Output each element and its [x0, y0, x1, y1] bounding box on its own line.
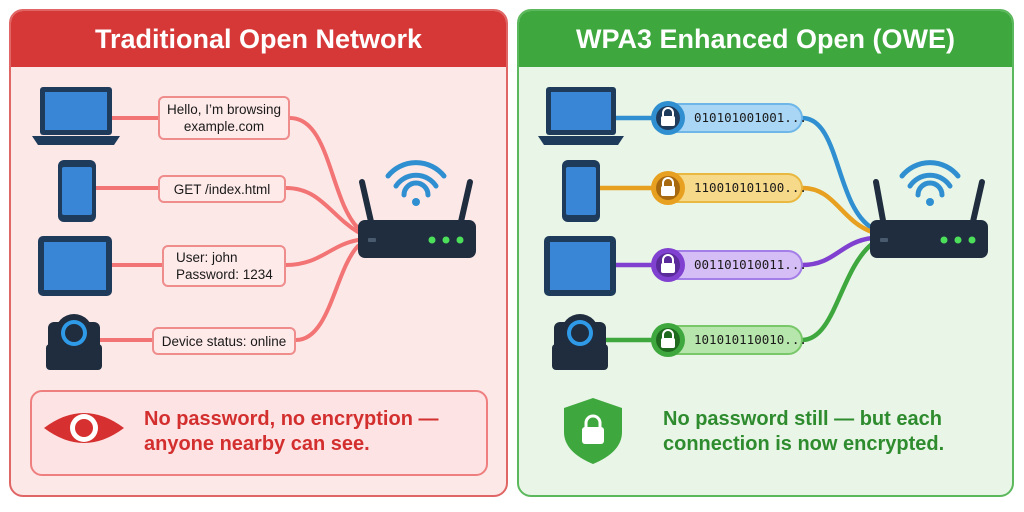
laptop-icon	[538, 87, 624, 145]
plaintext-message-1: Hello, I’m browsing example.com	[158, 96, 290, 140]
encrypted-data-1: 010101001001...	[694, 110, 807, 125]
left-line-tablet	[110, 238, 360, 267]
plaintext-message-4: Device status: online	[152, 327, 296, 355]
tunnel-2	[651, 171, 803, 205]
wifi-icon	[385, 160, 447, 206]
left-connection-lines	[94, 116, 360, 342]
left-line-phone	[94, 186, 360, 234]
left-callout-text: No password, no encryption — anyone near…	[144, 408, 439, 455]
lock-icon	[661, 177, 675, 196]
plaintext-message-2: GET /index.html	[158, 175, 286, 203]
encrypted-data-3: 001101010011...	[694, 257, 807, 272]
camera-icon	[552, 314, 608, 370]
encrypted-data-4: 101010110010...	[694, 332, 807, 347]
router-icon	[870, 179, 988, 258]
left-panel-title: Traditional Open Network	[11, 11, 506, 67]
phone-icon	[562, 160, 600, 222]
wifi-icon	[899, 160, 961, 206]
right-panel-title: WPA3 Enhanced Open (OWE)	[519, 11, 1012, 67]
tablet-icon	[38, 236, 112, 296]
right-line-laptop	[613, 115, 875, 231]
lock-icon	[661, 329, 675, 348]
lock-icon	[661, 254, 675, 273]
tablet-icon	[544, 236, 616, 296]
lock-icon	[661, 107, 675, 126]
left-line-laptop	[110, 116, 360, 230]
laptop-icon	[32, 87, 120, 145]
right-callout-text: No password still — but each connection …	[663, 408, 945, 455]
encrypted-data-2: 110010101100...	[694, 180, 807, 195]
right-line-camera	[603, 241, 875, 343]
plaintext-message-3: User: john Password: 1234	[162, 245, 286, 287]
right-connection-lines	[597, 115, 875, 343]
phone-icon	[58, 160, 96, 222]
left-line-camera	[98, 244, 360, 342]
right-line-tablet	[613, 235, 875, 268]
camera-icon	[46, 314, 102, 370]
router-icon	[358, 179, 476, 258]
right-line-phone	[597, 185, 875, 235]
